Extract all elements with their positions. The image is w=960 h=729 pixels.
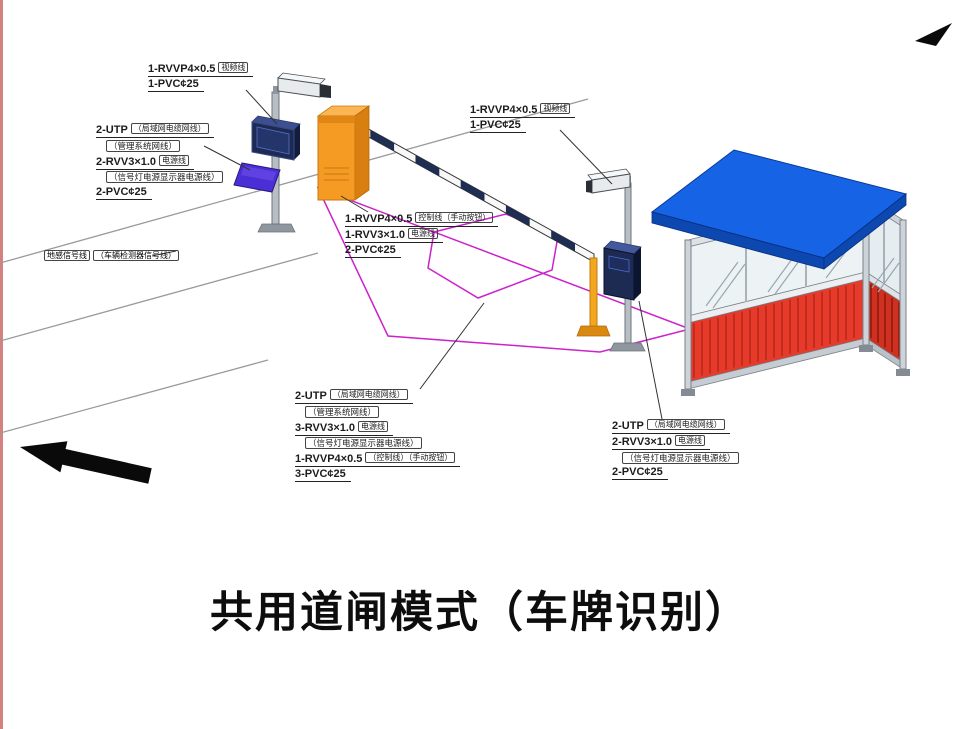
road-line-lower [0,359,269,434]
booth-roof-edge-right [823,193,907,270]
cable-note: 控制线（手动按钮） [415,212,494,224]
cable-note: 地感信号线 [44,250,90,262]
photo-edge-artifact [0,0,3,729]
booth-side-corrugation [870,284,900,357]
led-display1-side [294,124,300,160]
cable-note: 电源线 [159,154,190,166]
booth-post-back-right [899,219,907,370]
cable-label: 2-PVC¢25 [345,243,401,258]
leader-camera1 [245,89,278,125]
cable-note: （信号灯电源显示器电源线） [106,171,223,184]
direction-arrow [20,441,152,484]
leader-camera2 [559,129,613,185]
leader-led1 [203,145,251,171]
booth-front-corrugation [693,284,855,378]
road-lines [0,98,589,434]
control-box [603,247,635,301]
leader-ground [151,250,177,257]
barrier-cabinet-vents [324,167,349,181]
pole1-base [257,223,296,233]
cable-label: 1-PVC¢25 [470,118,526,133]
cable-label: 2-UTP（局域网电缆网线） [612,419,730,434]
cable-note: （局域网电缆网线） [646,419,725,431]
camera1-bracket [273,86,278,94]
cable-label: 2-PVC¢25 [96,186,152,200]
detection-zone-outline [316,186,693,353]
detection-area [316,186,693,353]
cursor-arrow [915,23,952,46]
barrier-cabinet-side [354,105,370,201]
cable-label: 2-PVC¢25 [612,466,668,481]
ground-loop-coil [427,213,559,299]
cable-note: （控制线）（手动按钮） [365,452,456,464]
arm-tip-post [589,257,598,329]
control-box-screen [608,255,630,273]
cable-label: 3-PVC¢25 [295,467,351,482]
barrier-cabinet-front [317,115,356,201]
label-ground-sense: 地感信号线（车辆检测器信号线） [44,247,179,265]
cable-note: （管理系统网线） [305,405,380,418]
leader-booth [638,300,663,420]
guard-booth [650,149,910,396]
cable-note: 电源线 [675,434,706,446]
cable-note: 电源线 [408,227,439,239]
road-line-middle [0,252,319,342]
control-box-side [634,247,641,300]
barrier-gate [316,105,611,337]
cable-label: 1-RVVP4×0.5（控制线）（手动按钮） [295,452,461,467]
pole1-mast [271,91,280,225]
camera-pole-1 [233,72,331,233]
cable-note: （局域网电缆网线） [130,123,209,135]
cable-note: （信号灯电源显示器电源线） [305,437,422,450]
booth-post-left [684,239,692,390]
led-display1-screen [256,126,290,155]
diagram-title: 共用道闸模式（车牌识别） [210,589,750,637]
pole2-base [609,342,646,352]
cable-note: 电源线 [358,420,389,432]
cable-note: （信号灯电源显示器电源线） [622,451,739,464]
leader-lines [151,89,663,420]
camera2-lens [586,180,592,193]
arm-tip-post-base [576,325,611,337]
leader-barrier [340,195,369,213]
cable-label: 2-UTP（局域网电缆网线） [295,389,413,404]
cable-note: （管理系统网线） [106,139,181,152]
camera1-lens [320,84,331,98]
barrier-cabinet-cap [318,116,355,123]
booth-feet [681,345,910,396]
cable-note: 视频线 [540,103,571,115]
cable-note: 视频线 [218,62,249,74]
road-line-upper [0,98,589,264]
cable-note: （局域网电缆网线） [329,389,408,401]
leader-loop [419,302,485,390]
cable-label: 1-PVC¢25 [148,77,204,92]
cable-note: （车辆检测器信号线） [93,250,179,262]
barrier-arm-stripes [370,129,575,252]
cable-label: 2-UTP（局域网电缆网线） [96,123,214,138]
